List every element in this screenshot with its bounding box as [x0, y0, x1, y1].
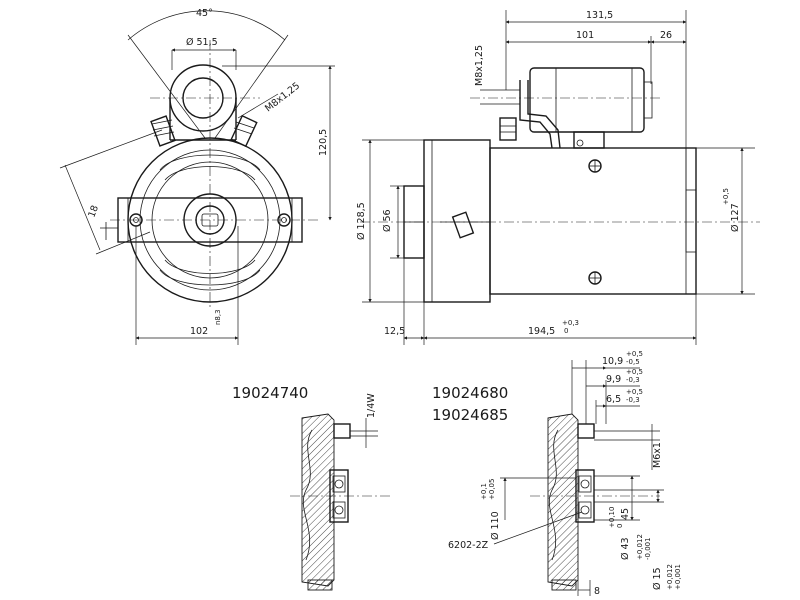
- angle-arc: [127, 10, 286, 41]
- dia-15-label: Ø 15: [652, 567, 663, 590]
- d-8-label: 8: [594, 586, 600, 597]
- detail-left-housing: [301, 413, 335, 587]
- dia-56-label: Ø 56: [382, 209, 393, 232]
- detail-right-section: 10,9 +0,5 -0,5 9,9 +0,5 -0,3 6,5 +0,5 -0…: [448, 350, 682, 597]
- part-number-right-a: 19024680: [432, 384, 508, 402]
- depth-45-label: 45: [620, 508, 631, 520]
- width-label: 102: [190, 326, 208, 337]
- body-length-label: 194,5: [528, 326, 555, 337]
- side-terminal: [499, 117, 517, 141]
- d-6-5-tol-upper: +0,5: [626, 388, 643, 396]
- mount-side-label: n8,3: [214, 309, 222, 325]
- angle-label: 45°: [196, 8, 213, 19]
- part-number-left: 19024740: [232, 384, 308, 402]
- d-10-9-tol-lower: -0,5: [626, 358, 640, 366]
- dia-127-label: Ø 127: [730, 203, 741, 232]
- side-view: M8x1,25 131,5 101 26 Ø 128,5 Ø 56 Ø 127 …: [356, 10, 760, 345]
- solenoid-side: [529, 67, 645, 133]
- part-number-right-b: 19024685: [432, 406, 508, 424]
- body-screw-bottom: [588, 271, 602, 285]
- d-10-9-label: 10,9: [602, 356, 623, 367]
- length-26-label: 26: [660, 30, 672, 41]
- d-6-5-label: 6,5: [606, 394, 621, 405]
- thread-left-label: 1/4W: [366, 393, 377, 418]
- dia-15-tol-lower: +0,001: [674, 564, 682, 590]
- drive-end-cap: [423, 139, 491, 303]
- dia-43-label: Ø 43: [620, 537, 631, 560]
- dia-110-label: Ø 110: [490, 511, 501, 540]
- d-6-5-tol-lower: -0,3: [626, 396, 640, 404]
- height-label: 120,5: [318, 129, 329, 156]
- dia-110-tol-upper: +0,1: [480, 483, 488, 500]
- dia-43-tol-lower: -0,001: [644, 537, 652, 560]
- terminal-stud-right: [230, 114, 258, 148]
- offset-18-label: 18: [86, 204, 100, 219]
- body-length-tol-lower: 0: [564, 327, 568, 335]
- dia-127-tol: +0,5: [722, 188, 730, 205]
- d-9-9-tol-lower: -0,3: [626, 376, 640, 384]
- body-screw-top: [588, 159, 602, 173]
- depth-45-tol-lower: 0: [616, 524, 624, 528]
- thread-right-label: M6x1: [652, 442, 663, 468]
- detail-left-section: 1/4W: [290, 393, 390, 591]
- bearing-label: 6202-2Z: [448, 540, 489, 551]
- front-thread-label: M8x1,25: [263, 80, 302, 114]
- offset-12-label: 12,5: [384, 326, 405, 337]
- length-total-label: 131,5: [586, 10, 613, 21]
- d-9-9-tol-upper: +0,5: [626, 368, 643, 376]
- dia-43-tol-upper: +0,012: [636, 534, 644, 560]
- terminal-stud-left: [150, 115, 176, 147]
- dia-15-tol-upper: +0,012: [666, 564, 674, 590]
- length-101-label: 101: [576, 30, 594, 41]
- bore-dia-label: Ø 51,5: [186, 37, 218, 48]
- solenoid-mount: [573, 131, 605, 149]
- top-thread-label: M8x1,25: [474, 45, 485, 86]
- body-length-tol-upper: +0,3: [562, 319, 579, 327]
- depth-45-tol-upper: +0,10: [608, 507, 616, 528]
- solenoid-bracket: [519, 80, 553, 149]
- dia-110-tol-lower: +0,05: [488, 479, 496, 500]
- d-9-9-label: 9,9: [606, 374, 621, 385]
- front-view: 45° Ø 51,5 M8x1,25 120,5 18 102 n8,3: [59, 8, 335, 345]
- detail-right-housing: [547, 413, 579, 587]
- offset-dim-line: [64, 164, 101, 251]
- dia-128-label: Ø 128,5: [356, 202, 367, 240]
- d-10-9-tol-upper: +0,5: [626, 350, 643, 358]
